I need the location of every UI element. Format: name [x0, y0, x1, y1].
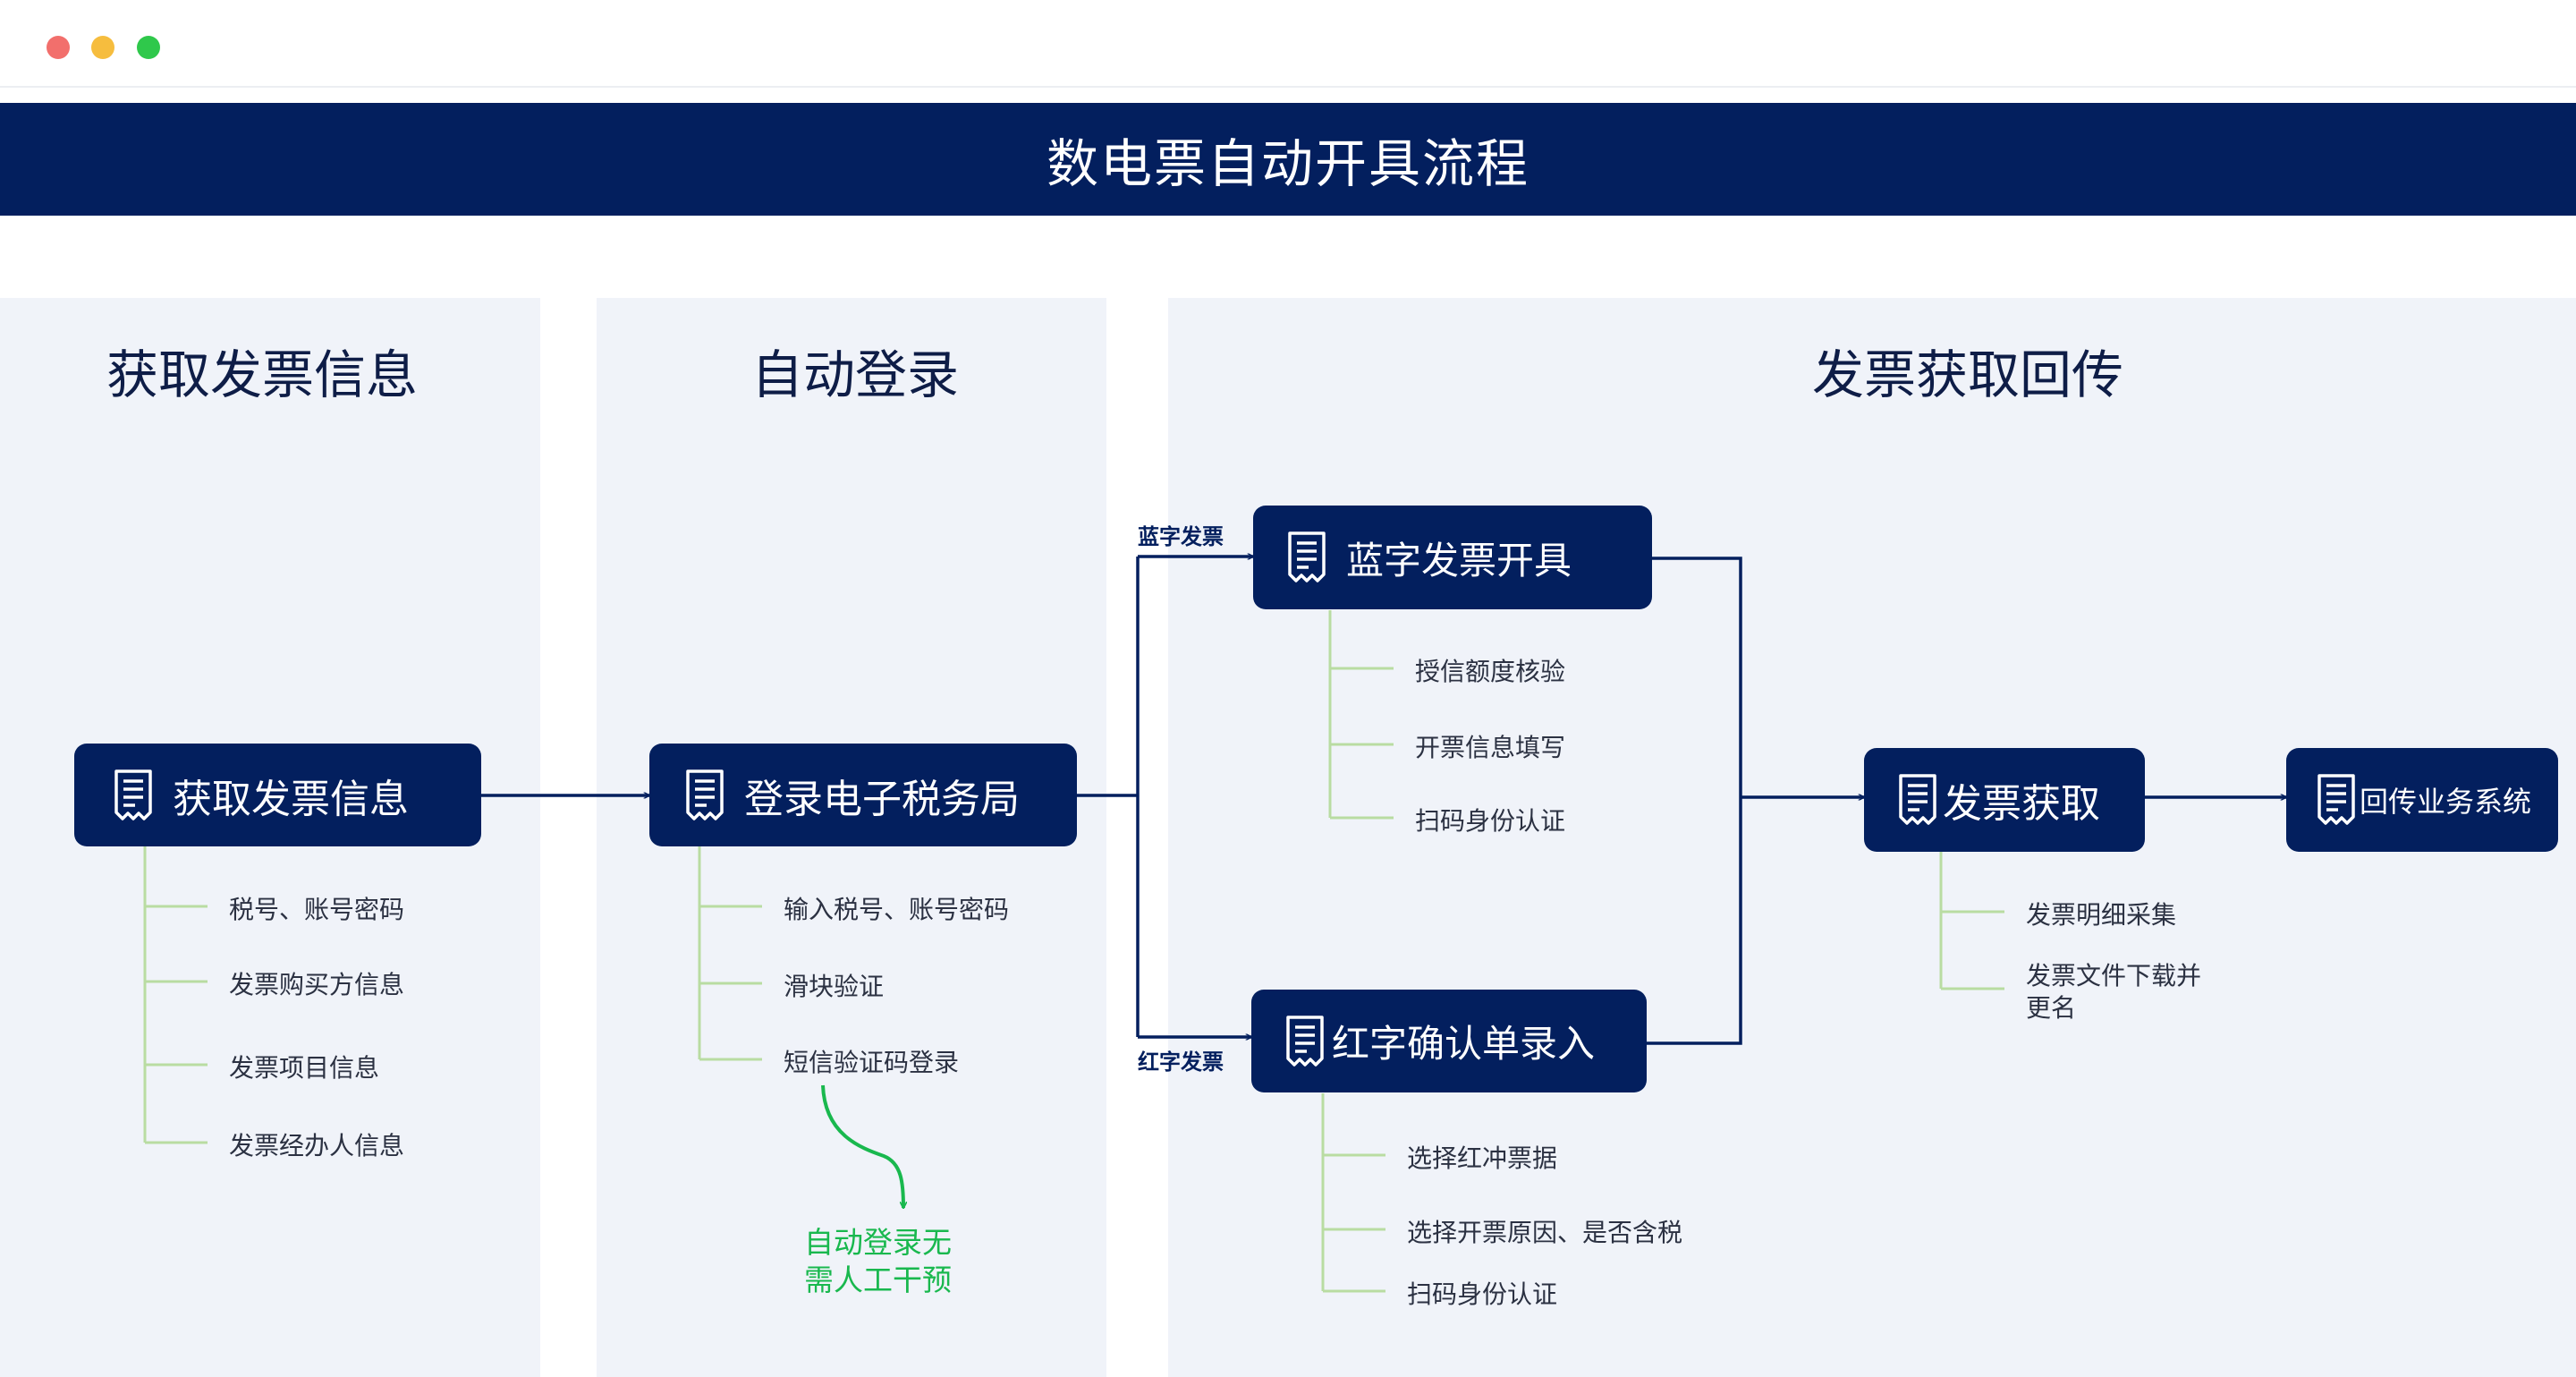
node-blue-invoice-issue: 蓝字发票开具: [1253, 506, 1652, 609]
document-icon: [114, 769, 152, 820]
node-label: 回传业务系统: [2360, 785, 2532, 819]
sub-item: 发票购买方信息: [229, 970, 405, 999]
node-red-confirmation-entry: 红字确认单录入: [1251, 990, 1647, 1092]
tree-get-info: [143, 846, 208, 1144]
node-label: 登录电子税务局: [744, 776, 1020, 822]
sub-item: 滑块验证: [784, 972, 885, 1001]
sub-item: 扫码身份认证: [1407, 1279, 1558, 1309]
page-title: 数电票自动开具流程: [1046, 133, 1530, 194]
tree-login: [698, 846, 762, 1061]
close-window-button[interactable]: [47, 36, 70, 59]
document-icon: [2318, 774, 2355, 825]
note-line: 需人工干预: [804, 1262, 952, 1297]
branch-label-blue: 蓝字发票: [1138, 524, 1224, 549]
sub-item: 扫码身份认证: [1415, 806, 1566, 836]
sub-item: 发票项目信息: [229, 1053, 380, 1083]
node-label: 蓝字发票开具: [1346, 538, 1572, 582]
sub-item-line: 更名: [2026, 993, 2077, 1023]
sub-item: 选择红冲票据: [1407, 1143, 1558, 1173]
note-curved-arrow: [821, 1084, 903, 1208]
sub-item: 发票经办人信息: [229, 1131, 405, 1160]
note-line: 自动登录无: [804, 1225, 952, 1260]
branch-label-red: 红字发票: [1138, 1050, 1224, 1075]
document-icon: [1899, 774, 1936, 825]
merge-from-blue: [1647, 557, 1742, 1045]
sub-item: 授信额度核验: [1415, 657, 1566, 686]
node-return-business-system: 回传业务系统: [2286, 748, 2558, 852]
tree-red: [1321, 1093, 1385, 1293]
sub-item: 开票信息填写: [1415, 733, 1566, 762]
minimize-window-button[interactable]: [91, 36, 114, 59]
node-label: 发票获取: [1943, 781, 2100, 827]
tree-blue: [1328, 610, 1394, 820]
tree-fetch: [1939, 849, 2004, 990]
sub-item: 选择开票原因、是否含税: [1407, 1218, 1683, 1247]
section-title-fetch-return: 发票获取回传: [1811, 344, 2124, 405]
node-login-tax-bureau: 登录电子税务局: [649, 744, 1077, 846]
node-invoice-fetch: 发票获取: [1864, 748, 2145, 852]
window-titlebar: [0, 0, 2576, 88]
document-icon: [1286, 1015, 1324, 1067]
auto-login-note: 自动登录无 需人工干预: [804, 1224, 952, 1299]
node-get-invoice-info: 获取发票信息: [74, 744, 481, 846]
section-title-get-info: 获取发票信息: [106, 344, 419, 405]
sub-item-multiline: 发票文件下载并 更名: [2026, 960, 2201, 1024]
maximize-window-button[interactable]: [137, 36, 160, 59]
sub-item: 税号、账号密码: [229, 895, 405, 924]
node-label: 获取发票信息: [173, 776, 409, 822]
sub-item: 输入税号、账号密码: [784, 895, 1010, 924]
sub-item: 发票明细采集: [2026, 900, 2177, 930]
section-title-auto-login: 自动登录: [750, 344, 960, 405]
document-icon: [1288, 531, 1326, 582]
document-icon: [686, 769, 724, 820]
sub-item: 短信验证码登录: [784, 1048, 960, 1077]
node-label: 红字确认单录入: [1332, 1022, 1596, 1066]
sub-item-line: 发票文件下载并: [2026, 961, 2202, 990]
title-banner: 数电票自动开具流程: [0, 103, 2576, 216]
